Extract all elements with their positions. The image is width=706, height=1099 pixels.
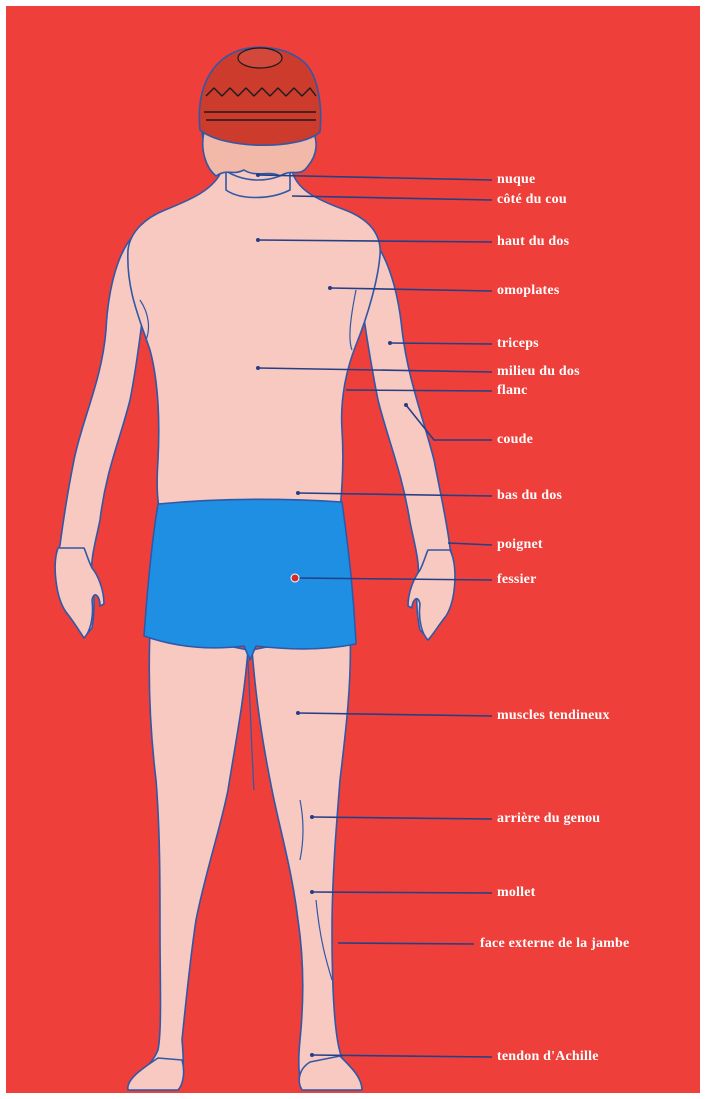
label-arriere-du-genou: arrière du genou bbox=[497, 812, 600, 826]
leader-mollet bbox=[312, 892, 492, 893]
label-bas-du-dos: bas du dos bbox=[497, 489, 562, 503]
label-cote-du-cou: côté du cou bbox=[497, 193, 567, 207]
point-triceps bbox=[388, 341, 392, 345]
hat-top bbox=[238, 48, 282, 68]
point-coude bbox=[404, 403, 408, 407]
background-panel bbox=[6, 6, 700, 1093]
label-poignet: poignet bbox=[497, 538, 543, 552]
point-nuque bbox=[256, 173, 260, 177]
label-haut-du-dos: haut du dos bbox=[497, 235, 569, 249]
leader-triceps bbox=[390, 343, 492, 344]
point-arriere-du-genou bbox=[310, 815, 314, 819]
point-bas-du-dos bbox=[296, 491, 300, 495]
label-fessier: fessier bbox=[497, 573, 537, 587]
point-haut-du-dos bbox=[256, 238, 260, 242]
label-milieu-du-dos: milieu du dos bbox=[497, 365, 580, 379]
leader-face-externe bbox=[338, 943, 474, 944]
point-muscles-tendineux bbox=[296, 711, 300, 715]
label-flanc: flanc bbox=[497, 384, 528, 398]
label-triceps: triceps bbox=[497, 337, 539, 351]
point-omoplates bbox=[328, 286, 332, 290]
label-muscles-tendineux: muscles tendineux bbox=[497, 709, 610, 723]
highlight-dot-fessier bbox=[291, 574, 299, 582]
label-coude: coude bbox=[497, 433, 533, 447]
leader-flanc bbox=[346, 390, 492, 391]
point-milieu-du-dos bbox=[256, 366, 260, 370]
torso bbox=[128, 170, 380, 510]
label-nuque: nuque bbox=[497, 173, 535, 187]
label-omoplates: omoplates bbox=[497, 284, 559, 298]
label-tendon-d-achille: tendon d'Achille bbox=[497, 1050, 599, 1064]
point-tendon-d-achille bbox=[310, 1053, 314, 1057]
point-mollet bbox=[310, 890, 314, 894]
label-mollet: mollet bbox=[497, 886, 536, 900]
shorts bbox=[144, 499, 356, 660]
label-face-externe-de-la-jambe: face externe de la jambe bbox=[480, 937, 629, 951]
